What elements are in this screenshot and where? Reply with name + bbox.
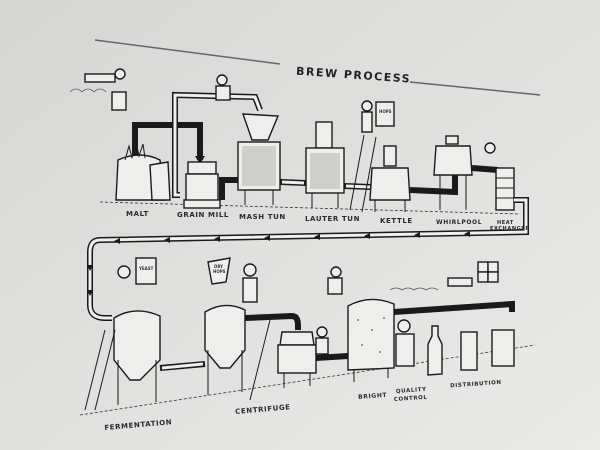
label-quality-control-2: CONTROL <box>394 395 428 403</box>
bottle <box>427 325 443 376</box>
brewer-with-yeast: YEAST <box>117 257 157 285</box>
keg <box>491 329 515 367</box>
label-bright: BRIGHT <box>358 392 388 401</box>
label-whirlpool: WHIRLPOOL <box>436 219 482 226</box>
flying-brewer-with-sack <box>69 68 127 111</box>
mash-tun <box>237 113 281 205</box>
ladder-2 <box>249 319 271 401</box>
ground-line-top <box>99 201 521 215</box>
bright-tank <box>347 298 395 382</box>
fermentation-tank <box>84 310 161 411</box>
hops-bag-label: HOPS <box>379 109 392 114</box>
label-quality-control-1: QUALITY <box>396 387 427 395</box>
flow-arrows <box>87 231 470 296</box>
dry-hops-bag-label-1: DRY <box>214 264 223 269</box>
yeast-bag-label: YEAST <box>138 266 154 271</box>
pipe-whirlpool-to-exchanger <box>471 165 499 173</box>
arrow-icon <box>195 156 205 164</box>
label-kettle: KETTLE <box>380 217 413 225</box>
title-rule-left <box>94 39 281 65</box>
brewer-with-hops: HOPS <box>361 100 395 133</box>
centrifuge <box>277 331 317 388</box>
pipe-centrifuge-to-bright <box>315 353 349 361</box>
heat-exchanger <box>484 142 515 211</box>
whirlpool <box>433 135 473 210</box>
label-lauter-tun: LAUTER TUN <box>305 215 360 223</box>
grain-mill <box>183 161 221 209</box>
label-heat-exchanger-1: HEAT <box>497 220 514 226</box>
label-malt: MALT <box>126 210 149 218</box>
distribution-pipe <box>393 300 515 315</box>
label-grain-mill: GRAIN MILL <box>177 211 229 219</box>
pipe-to-centrifuge <box>244 312 301 330</box>
lauter-tun <box>305 121 345 208</box>
quality-control-brewer <box>395 319 415 367</box>
brewer-waving <box>315 326 329 355</box>
ladder <box>349 134 377 213</box>
can <box>460 331 478 371</box>
title-rule-right <box>409 81 541 96</box>
brewer-on-pipe <box>215 74 231 101</box>
kettle <box>369 145 411 212</box>
label-heat-exchanger-2: EXCHANGER <box>490 226 530 232</box>
dry-hops-bag-label-2: HOPS <box>213 269 226 274</box>
flying-brewer <box>327 266 343 295</box>
flying-delivery-brewer <box>389 261 499 291</box>
ground-line-bottom <box>79 344 536 416</box>
label-distribution: DISTRIBUTION <box>450 380 502 390</box>
pipe-malt-to-mill <box>132 122 203 160</box>
label-mash-tun: MASH TUN <box>239 213 286 221</box>
conditioning-tank <box>204 304 246 395</box>
pipe-mill-to-mash-bottom <box>219 177 238 200</box>
brewer-with-dry-hops: DRY HOPS <box>207 257 258 303</box>
